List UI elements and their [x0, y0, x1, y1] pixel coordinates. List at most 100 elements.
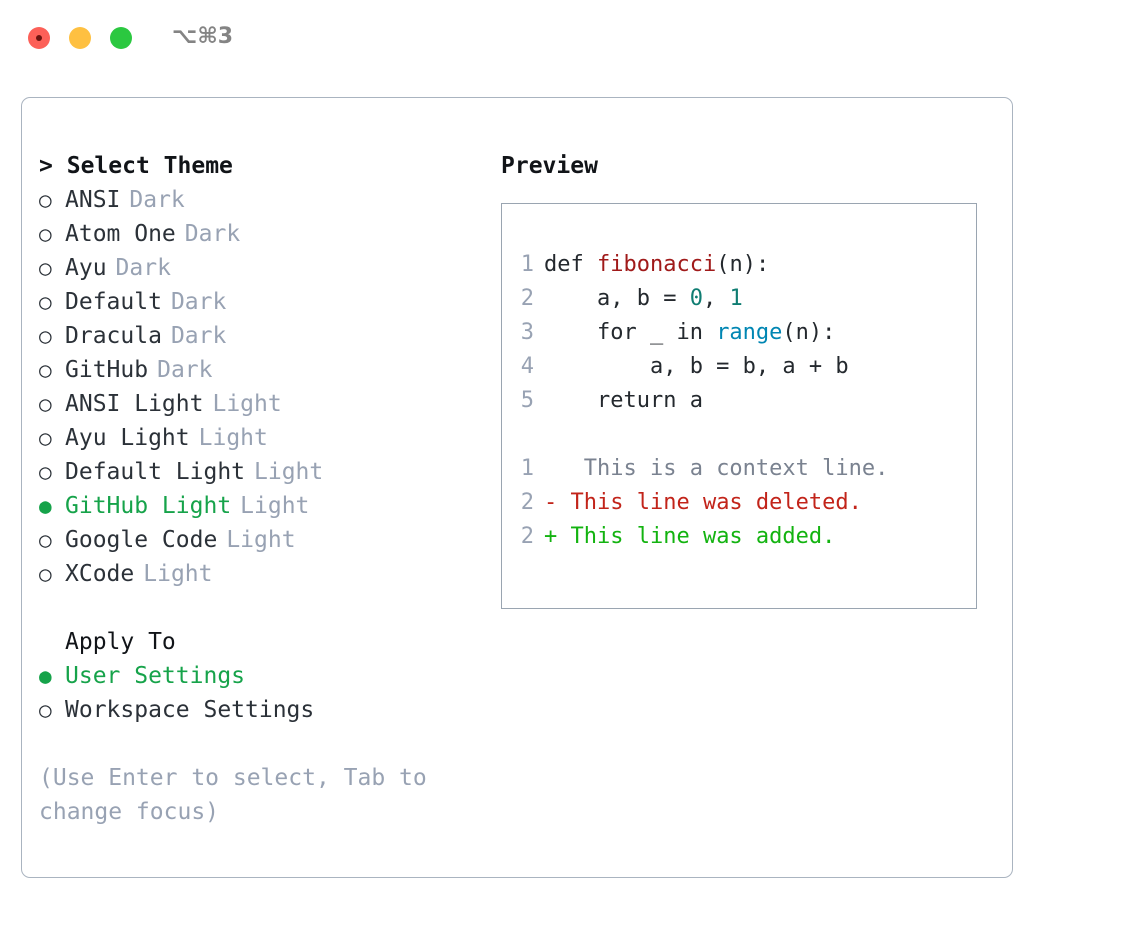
radio-unselected-icon: ○ — [39, 188, 52, 212]
theme-option-label: Atom One — [65, 221, 176, 247]
radio-selected-icon: ● — [39, 494, 52, 518]
theme-option-label: ANSI — [65, 187, 121, 213]
radio-unselected-icon: ○ — [39, 222, 52, 246]
code-line-text: a, b = 0, 1 — [544, 282, 743, 316]
apply-to-option-label: User Settings — [65, 663, 246, 689]
theme-option-category: Dark — [115, 255, 171, 281]
code-diff-spacer — [502, 418, 976, 452]
theme-option-category: Dark — [170, 323, 227, 349]
theme-option[interactable]: ○ Google Code Light — [39, 523, 489, 557]
radio-unselected-icon: ○ — [39, 562, 52, 586]
titlebar: ⌥⌘3 — [0, 0, 1140, 78]
diff-line-text: This line was deleted. — [557, 490, 862, 515]
radio-unselected-icon: ○ — [39, 392, 52, 416]
apply-to-option[interactable]: ○ Workspace Settings — [39, 693, 489, 727]
code-token: fibonacci — [596, 252, 717, 277]
code-line: 1 def fibonacci(n): — [502, 248, 976, 282]
code-token: range — [716, 320, 783, 345]
diff-line-number: 1 — [520, 456, 534, 481]
code-token: , — [702, 286, 730, 311]
code-line-text: for _ in range(n): — [544, 316, 835, 350]
code-line-number: 1 — [520, 252, 534, 277]
code-line-number: 4 — [520, 354, 534, 379]
theme-option-category: Light — [198, 425, 268, 451]
code-token: return a — [544, 388, 703, 413]
theme-option-category: Light — [240, 493, 310, 519]
minimize-button[interactable] — [69, 27, 91, 49]
theme-option-label: Google Code — [65, 527, 218, 553]
diff-sample: 1 This is a context line. 2- This line wa… — [502, 452, 976, 554]
radio-unselected-icon: ○ — [39, 460, 52, 484]
code-line-number: 2 — [520, 286, 534, 311]
radio-unselected-icon: ○ — [39, 324, 52, 348]
theme-option-label: Ayu Light — [65, 425, 190, 451]
theme-option[interactable]: ○ XCode Light — [39, 557, 489, 591]
radio-selected-icon: ● — [39, 664, 52, 688]
code-token: a, b = b, a + b — [544, 354, 849, 379]
diff-sign — [544, 452, 557, 486]
code-token: 1 — [729, 286, 743, 311]
theme-option-category: Dark — [157, 357, 213, 383]
theme-option-label: Ayu — [65, 255, 107, 281]
code-token: def — [544, 252, 597, 277]
code-line: 5 return a — [502, 384, 976, 418]
code-token: for _ in — [544, 320, 717, 345]
theme-option-label: ANSI Light — [65, 391, 204, 417]
page-title: > Select Theme — [39, 149, 489, 183]
diff-sign: - — [544, 490, 558, 515]
theme-option[interactable]: ○ Ayu Light Light — [39, 421, 489, 455]
apply-to-list: ● User Settings ○ Workspace Settings — [39, 659, 489, 727]
apply-to-option-label: Workspace Settings — [65, 697, 315, 723]
code-line-text: def fibonacci(n): — [544, 248, 769, 282]
radio-unselected-icon: ○ — [39, 528, 52, 552]
code-line-number: 3 — [520, 320, 534, 345]
code-token: a, b = — [544, 286, 690, 311]
theme-option-label: GitHub — [65, 357, 149, 383]
radio-unselected-icon: ○ — [39, 426, 52, 450]
diff-line-text: This is a context line. — [557, 456, 889, 481]
code-token: (n): — [716, 252, 770, 277]
prompt-caret-icon: > — [39, 153, 53, 179]
theme-option[interactable]: ● GitHub Light Light — [39, 489, 489, 523]
diff-line-number: 2 — [520, 524, 534, 549]
apply-to-option[interactable]: ● User Settings — [39, 659, 489, 693]
diff-sign: + — [544, 524, 558, 549]
code-line-text: return a — [544, 384, 703, 418]
theme-option-label: GitHub Light — [65, 493, 232, 519]
diff-line: 2- This line was deleted. — [502, 486, 976, 520]
code-token: 0 — [689, 286, 703, 311]
close-button[interactable] — [28, 27, 50, 49]
window-controls — [28, 27, 132, 49]
theme-option-label: Default Light — [65, 459, 246, 485]
zoom-button[interactable] — [110, 27, 132, 49]
diff-line-number: 2 — [520, 490, 534, 515]
radio-unselected-icon: ○ — [39, 358, 52, 382]
radio-unselected-icon: ○ — [39, 290, 52, 314]
theme-option-category: Light — [143, 561, 213, 587]
radio-unselected-icon: ○ — [39, 698, 52, 722]
keyboard-hint: (Use Enter to select, Tab to change focu… — [39, 765, 441, 825]
code-line-number: 5 — [520, 388, 534, 413]
theme-option[interactable]: ○ GitHub Dark — [39, 353, 489, 387]
theme-option-label: XCode — [65, 561, 135, 587]
theme-option-category: Dark — [170, 289, 227, 315]
code-line: 2 a, b = 0, 1 — [502, 282, 976, 316]
code-line: 4 a, b = b, a + b — [502, 350, 976, 384]
theme-option[interactable]: ○ Ayu Dark — [39, 251, 489, 285]
list-spacer — [39, 591, 489, 625]
radio-unselected-icon: ○ — [39, 256, 52, 280]
theme-option-category: Light — [226, 527, 296, 553]
